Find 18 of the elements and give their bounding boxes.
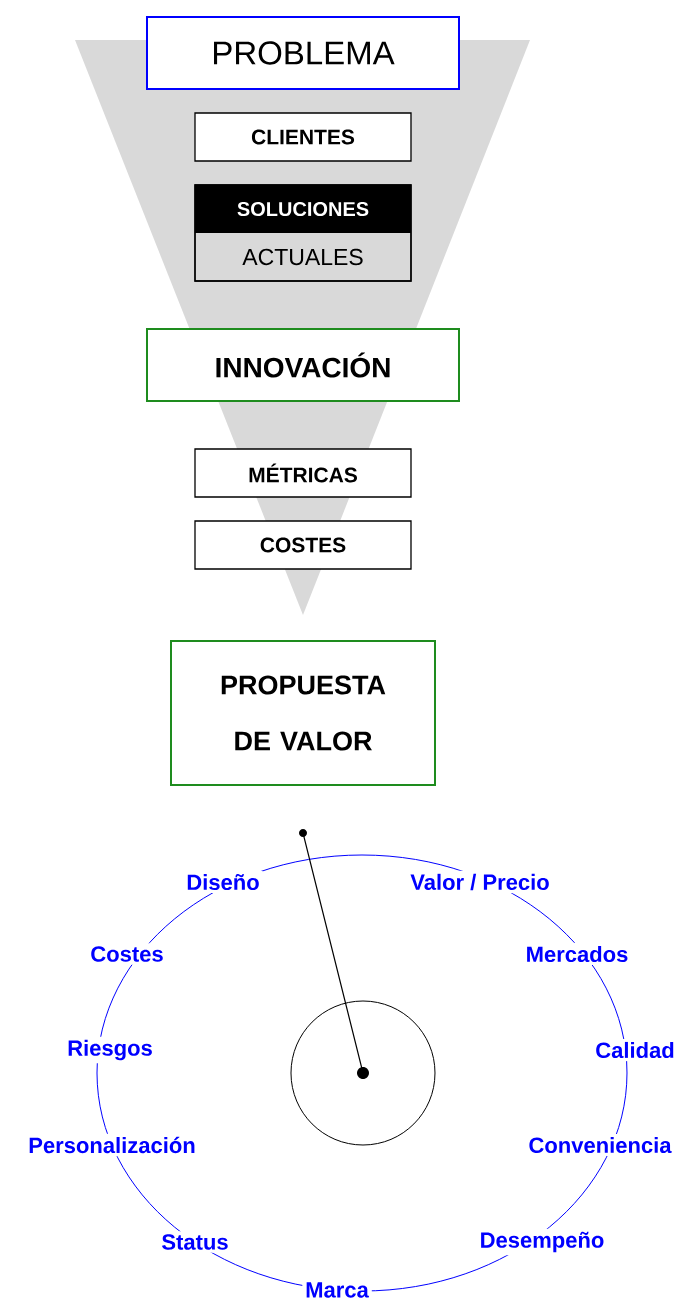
split-box: SOLUCIONES ACTUALES <box>194 184 412 282</box>
dial-label: Valor / Precio <box>407 870 553 894</box>
text-box: COSTES <box>194 520 412 570</box>
dial-label: Desempeño <box>476 1228 608 1256</box>
dial-label: Costes <box>87 943 167 965</box>
text-box: INNOVACIÓN <box>146 328 460 402</box>
text-box: MÉTRICAS <box>194 448 412 498</box>
dial-label: Calidad <box>592 1038 678 1062</box>
text-box: PROPUESTA DE VALOR <box>170 640 436 786</box>
dial-label: Status <box>158 1231 232 1253</box>
dial-label: Marca <box>302 1279 372 1300</box>
dial-label: Riesgos <box>64 1036 156 1064</box>
text-box: PROBLEMA <box>146 16 460 90</box>
dial-label: Personalización <box>25 1133 199 1157</box>
text-box: CLIENTES <box>194 112 412 162</box>
dial-label: Conveniencia <box>525 1133 675 1157</box>
dial-label: Diseño <box>183 870 263 894</box>
dial-label: Mercados <box>522 942 632 966</box>
